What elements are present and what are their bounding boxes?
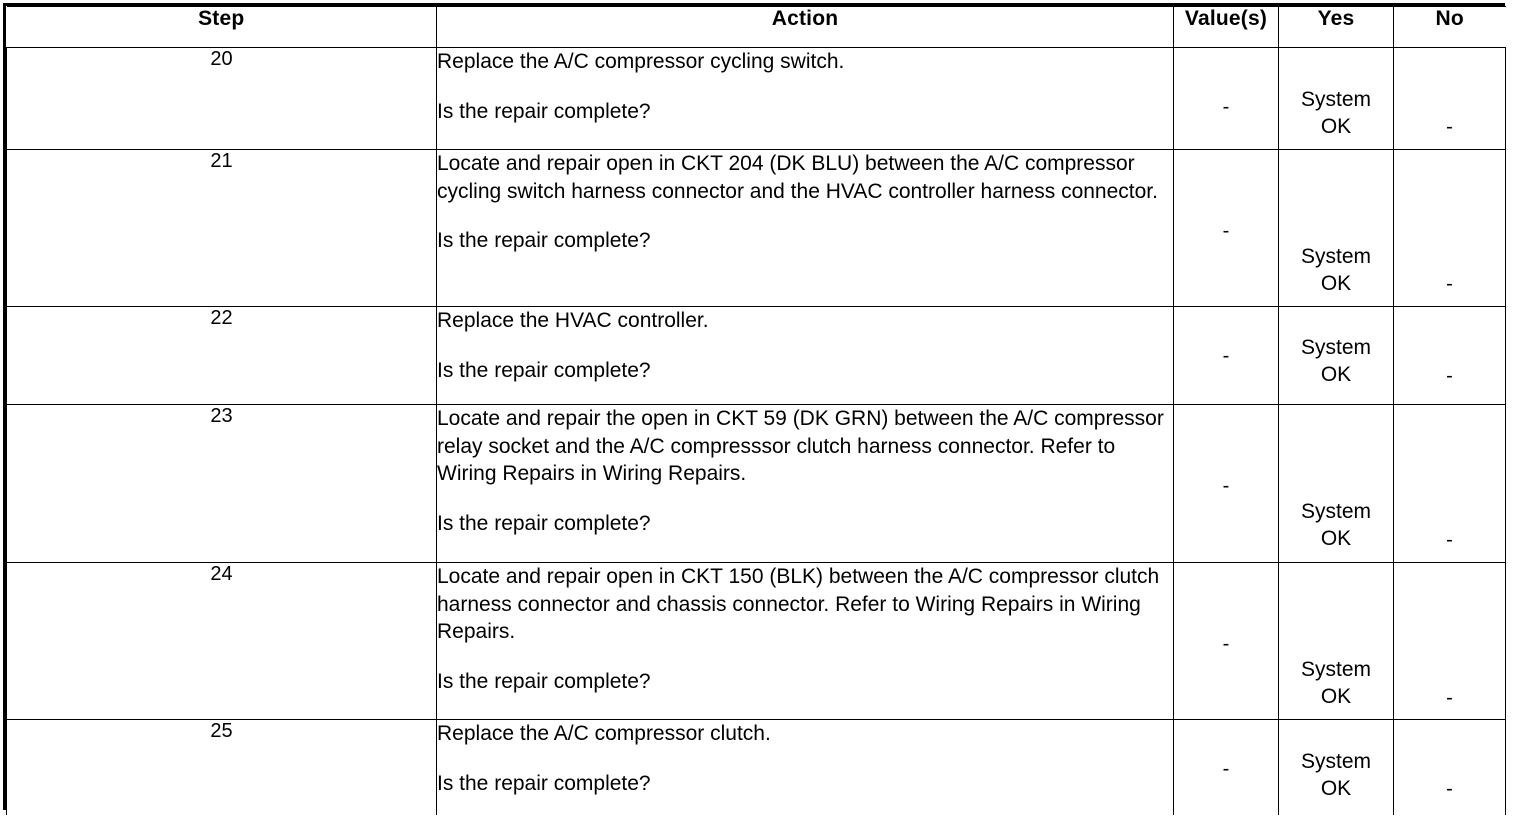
no-text: - <box>1446 778 1453 800</box>
action-question: Is the repair complete? <box>437 229 651 253</box>
yes-cell: System OK <box>1278 149 1394 307</box>
no-text: - <box>1446 273 1453 295</box>
step-number: 21 <box>6 149 437 307</box>
yes-result: System OK <box>1279 87 1393 141</box>
value-cell: - <box>1173 306 1279 405</box>
action-spacer <box>437 748 1173 770</box>
action-instruction: Locate and repair the open in CKT 59 (DK… <box>437 407 1164 486</box>
no-text: - <box>1446 687 1453 709</box>
value-text: - <box>1222 758 1230 780</box>
yes-line-2: OK <box>1320 526 1352 550</box>
column-header-yes: Yes <box>1278 6 1394 48</box>
action-instruction: Locate and repair open in CKT 204 (DK BL… <box>437 152 1158 203</box>
action-cell: Locate and repair open in CKT 204 (DK BL… <box>436 149 1174 307</box>
action-cell: Locate and repair open in CKT 150 (BLK) … <box>436 562 1174 720</box>
diagnostic-steps-table: Step Action Value(s) Yes No 20 Replace t… <box>3 3 1506 815</box>
action-instruction: Replace the A/C compressor clutch. <box>437 722 771 745</box>
no-text: - <box>1446 365 1453 387</box>
action-spacer <box>437 646 1173 668</box>
action-spacer <box>437 205 1173 227</box>
table-row: 20 Replace the A/C compressor cycling sw… <box>6 47 1506 150</box>
value-cell: - <box>1173 149 1279 307</box>
table-header: Step Action Value(s) Yes No <box>6 6 1506 48</box>
no-text: - <box>1446 116 1453 138</box>
steps-grid: Step Action Value(s) Yes No 20 Replace t… <box>6 6 1506 815</box>
value-text: - <box>1222 633 1230 655</box>
yes-line-2: OK <box>1320 271 1352 295</box>
value-cell: - <box>1173 404 1279 563</box>
column-header-values: Value(s) <box>1173 6 1279 48</box>
column-header-action: Action <box>436 6 1174 48</box>
yes-result: System OK <box>1279 335 1393 389</box>
yes-line-1: System <box>1300 88 1371 111</box>
value-cell: - <box>1173 47 1279 150</box>
action-question: Is the repair complete? <box>437 771 651 795</box>
table-row: 21 Locate and repair open in CKT 204 (DK… <box>6 149 1506 307</box>
no-cell: - <box>1393 47 1506 150</box>
action-instruction: Replace the A/C compressor cycling switc… <box>437 50 845 73</box>
action-question: Is the repair complete? <box>437 358 651 382</box>
action-instruction: Locate and repair open in CKT 150 (BLK) … <box>437 565 1160 644</box>
yes-line-1: System <box>1300 500 1371 523</box>
step-number: 22 <box>6 306 437 405</box>
action-cell: Replace the HVAC controller. Is the repa… <box>436 306 1174 405</box>
yes-cell: System OK <box>1278 562 1394 720</box>
value-text: - <box>1222 345 1230 367</box>
yes-result: System OK <box>1279 749 1393 803</box>
table-row: 23 Locate and repair the open in CKT 59 … <box>6 404 1506 563</box>
step-number: 25 <box>6 719 437 815</box>
yes-result: System OK <box>1279 244 1393 298</box>
yes-cell: System OK <box>1278 719 1394 815</box>
yes-line-1: System <box>1300 750 1371 773</box>
table-row: 22 Replace the HVAC controller. Is the r… <box>6 306 1506 405</box>
value-text: - <box>1222 475 1230 497</box>
no-cell: - <box>1393 562 1506 720</box>
action-instruction: Replace the HVAC controller. <box>437 309 709 332</box>
no-cell: - <box>1393 719 1506 815</box>
value-cell: - <box>1173 562 1279 720</box>
yes-result: System OK <box>1279 657 1393 711</box>
yes-line-1: System <box>1300 336 1371 359</box>
action-cell: Locate and repair the open in CKT 59 (DK… <box>436 404 1174 563</box>
action-question: Is the repair complete? <box>437 512 651 536</box>
step-number: 20 <box>6 47 437 150</box>
column-header-step: Step <box>6 6 437 48</box>
no-cell: - <box>1393 149 1506 307</box>
value-cell: - <box>1173 719 1279 815</box>
header-row: Step Action Value(s) Yes No <box>6 6 1506 48</box>
action-spacer <box>437 335 1173 357</box>
value-text: - <box>1222 220 1230 242</box>
no-cell: - <box>1393 306 1506 405</box>
action-cell: Replace the A/C compressor clutch. Is th… <box>436 719 1174 815</box>
table-row: 24 Locate and repair open in CKT 150 (BL… <box>6 562 1506 720</box>
yes-line-2: OK <box>1320 776 1352 800</box>
value-text: - <box>1222 96 1230 118</box>
yes-line-2: OK <box>1320 114 1352 138</box>
action-question: Is the repair complete? <box>437 670 651 694</box>
action-spacer <box>437 488 1173 510</box>
table-row: 25 Replace the A/C compressor clutch. Is… <box>6 719 1506 815</box>
action-cell: Replace the A/C compressor cycling switc… <box>436 47 1174 150</box>
table-body: 20 Replace the A/C compressor cycling sw… <box>6 47 1506 815</box>
no-text: - <box>1446 529 1453 551</box>
yes-line-1: System <box>1300 658 1371 681</box>
yes-line-2: OK <box>1320 684 1352 708</box>
no-cell: - <box>1393 404 1506 563</box>
step-number: 24 <box>6 562 437 720</box>
yes-result: System OK <box>1279 499 1393 553</box>
column-header-no: No <box>1393 6 1506 48</box>
action-spacer <box>437 76 1173 98</box>
yes-cell: System OK <box>1278 404 1394 563</box>
yes-line-1: System <box>1300 245 1371 268</box>
action-question: Is the repair complete? <box>437 99 651 123</box>
yes-cell: System OK <box>1278 306 1394 405</box>
yes-line-2: OK <box>1320 362 1352 386</box>
step-number: 23 <box>6 404 437 563</box>
yes-cell: System OK <box>1278 47 1394 150</box>
